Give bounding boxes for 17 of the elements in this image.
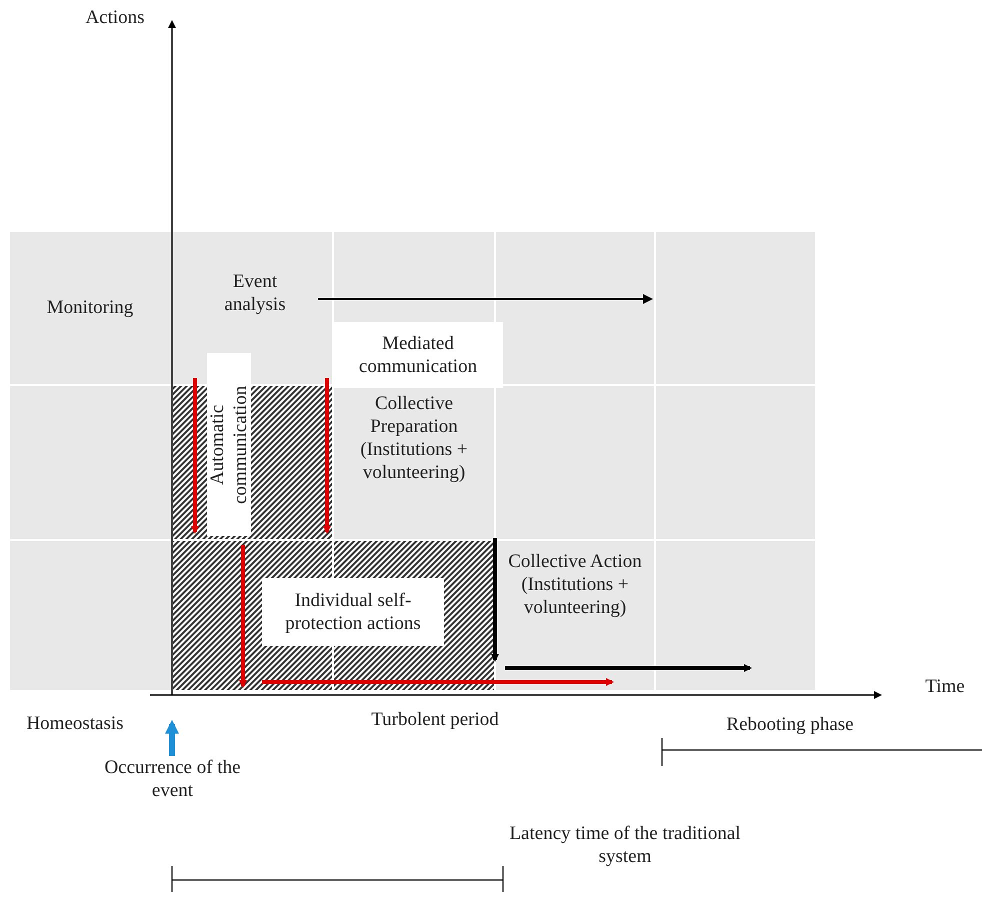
- phase-name: Rebooting phase: [725, 713, 855, 736]
- phase-box: Mediated communication: [333, 322, 503, 388]
- phase-label: Event analysis: [200, 270, 310, 322]
- phase-text: Automatic communication: [206, 384, 252, 506]
- axis-label: Actions: [84, 6, 146, 29]
- row-label: Monitoring: [46, 296, 134, 319]
- event-label: Occurrence of the event: [95, 756, 250, 806]
- arrow: [165, 720, 179, 756]
- phase-name: Homeostasis: [25, 712, 125, 735]
- phase-label: Collective Action (Institutions + volunteering): [507, 550, 643, 619]
- phase-name: Turbolent period: [370, 708, 500, 731]
- axis-label: Time: [924, 675, 966, 698]
- phase-box: [207, 353, 251, 536]
- phase-box: Individual self-protection actions: [262, 578, 444, 646]
- arrow: [318, 294, 653, 304]
- phase-label: Collective Preparation (Institutions + volunteering): [359, 392, 469, 484]
- bracket-label: Latency time of the traditional system: [508, 822, 742, 868]
